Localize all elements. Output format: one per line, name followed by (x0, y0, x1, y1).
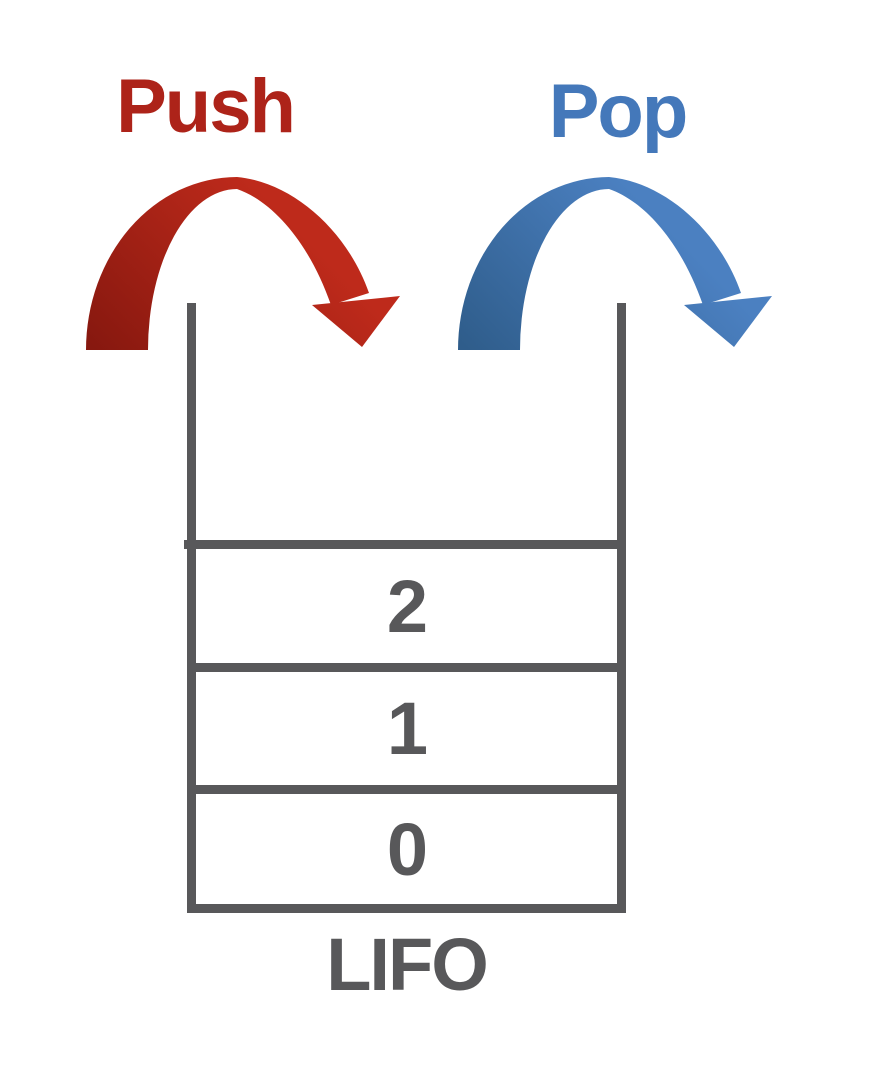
stack-shelf-line-top (184, 540, 626, 549)
stack-shelf-line-lower (187, 785, 626, 794)
stack-item-bottom: 0 (386, 807, 428, 891)
stack-item-top: 2 (386, 564, 428, 648)
stack-bottom-line (187, 904, 626, 913)
stack-right-wall (617, 303, 626, 913)
push-label: Push (116, 63, 296, 149)
stack-frame (184, 303, 626, 913)
pop-arrow (458, 177, 772, 350)
pop-arrowhead-icon (684, 296, 772, 347)
pop-label: Pop (548, 68, 689, 154)
stack-left-wall (187, 303, 196, 913)
push-arrowhead-icon (312, 296, 400, 347)
push-arrow-arc (86, 177, 369, 350)
stack-shelf-line-middle (187, 663, 626, 672)
lifo-caption: LIFO (326, 922, 489, 1006)
pop-arrow-arc (458, 177, 741, 350)
stack-item-middle: 1 (386, 687, 428, 770)
push-arrow (86, 177, 400, 350)
